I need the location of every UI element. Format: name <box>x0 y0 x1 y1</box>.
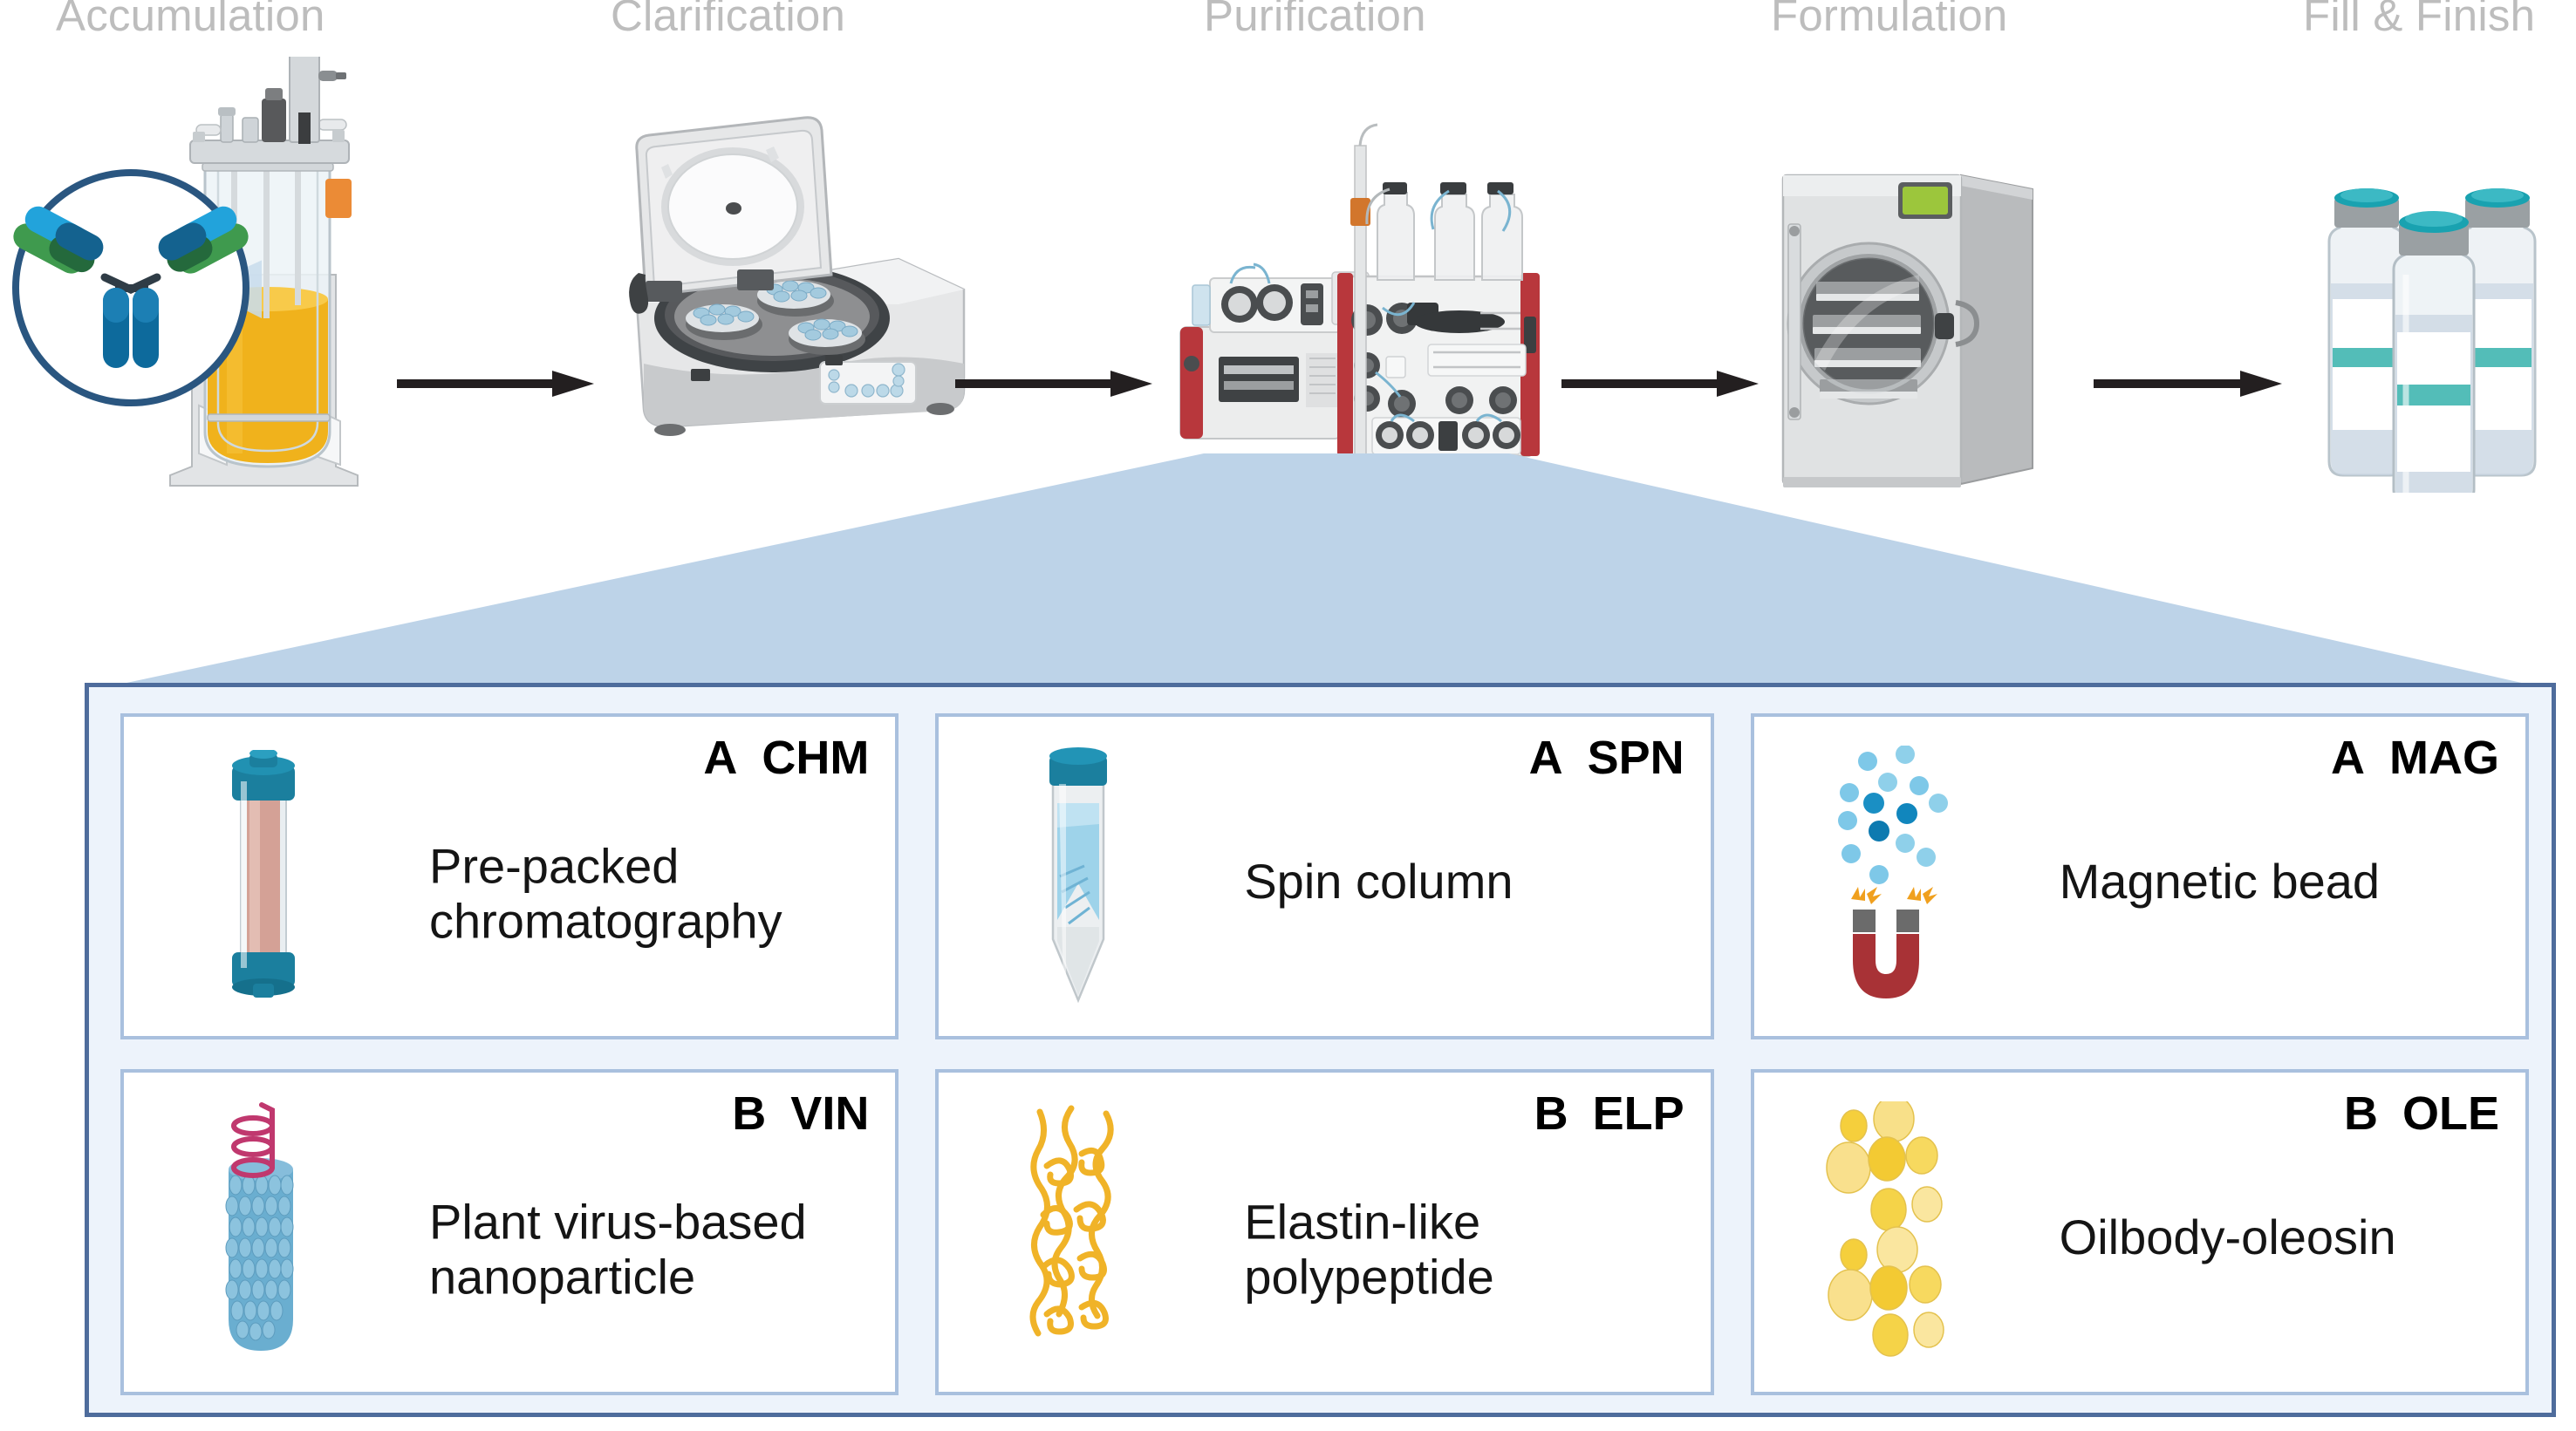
oilbody-droplets-icon <box>1789 1073 1999 1392</box>
card-code-mag: A MAG <box>2331 731 2499 785</box>
option-card-vin[interactable]: B VIN <box>120 1069 899 1395</box>
card-tier-ole: B <box>2343 1087 2378 1140</box>
card-title-ole: Oilbody-oleosin <box>2059 1209 2396 1264</box>
card-title-elp: Elastin-like polypeptide <box>1244 1194 1494 1305</box>
process-pipeline <box>0 37 2576 506</box>
card-code-chm: A CHM <box>703 731 869 785</box>
spin-column-tube-icon <box>974 717 1183 1036</box>
card-title-mag: Magnetic bead <box>2059 853 2381 909</box>
virus-nanoparticle-icon <box>159 1073 368 1392</box>
vials-icon <box>2275 161 2576 505</box>
expansion-fan <box>0 453 2576 715</box>
card-code-ole: B OLE <box>2344 1087 2499 1141</box>
arrow-formulation-to-fill-finish <box>2094 362 2286 410</box>
card-tier-elp: B <box>1534 1087 1568 1140</box>
chromatography-system-icon <box>1173 111 1575 490</box>
card-tier-spn: A <box>1528 732 1563 784</box>
magnet-bead-icon <box>1789 717 1999 1036</box>
card-title-spn: Spin column <box>1244 853 1513 909</box>
freeze-dryer-icon <box>1762 144 2059 497</box>
option-card-mag[interactable]: A MAG <box>1750 713 2529 1039</box>
stage-label-row: Accumulation Clarification Purification … <box>0 0 2576 63</box>
card-abbr-chm: CHM <box>762 732 870 784</box>
arrow-purification-to-formulation <box>1561 362 1762 410</box>
card-title-vin: Plant virus-based nanoparticle <box>429 1194 807 1305</box>
card-tier-vin: B <box>732 1087 767 1140</box>
arrow-clarification-to-purification <box>955 362 1156 410</box>
option-card-spn[interactable]: A SPN Spin column <box>935 713 1714 1039</box>
card-abbr-ole: OLE <box>2402 1087 2499 1140</box>
card-abbr-elp: ELP <box>1592 1087 1684 1140</box>
card-tier-mag: A <box>2331 732 2365 784</box>
option-card-elp[interactable]: B ELP <box>935 1069 1714 1395</box>
card-code-vin: B VIN <box>732 1087 869 1141</box>
antibody-callout <box>0 157 288 423</box>
stage-label-clarification: Clarification <box>611 0 846 40</box>
card-code-elp: B ELP <box>1534 1087 1684 1141</box>
card-abbr-mag: MAG <box>2389 732 2499 784</box>
stage-label-formulation: Formulation <box>1771 0 2008 40</box>
option-card-ole[interactable]: B OLE <box>1750 1069 2529 1395</box>
card-tier-chm: A <box>703 732 738 784</box>
card-title-chm: Pre-packed chromatography <box>429 838 782 949</box>
stage-label-accumulation: Accumulation <box>56 0 325 40</box>
polypeptide-coil-icon <box>974 1073 1183 1392</box>
card-abbr-vin: VIN <box>790 1087 870 1140</box>
card-abbr-spn: SPN <box>1587 732 1684 784</box>
arrow-accumulation-to-clarification <box>397 362 598 410</box>
antibody-icon <box>13 206 249 368</box>
card-code-spn: A SPN <box>1529 731 1684 785</box>
chromatography-column-icon <box>159 717 368 1036</box>
stage-label-fill-finish: Fill & Finish <box>2303 0 2536 40</box>
centrifuge-icon <box>611 102 977 455</box>
stage-label-purification: Purification <box>1204 0 1426 40</box>
